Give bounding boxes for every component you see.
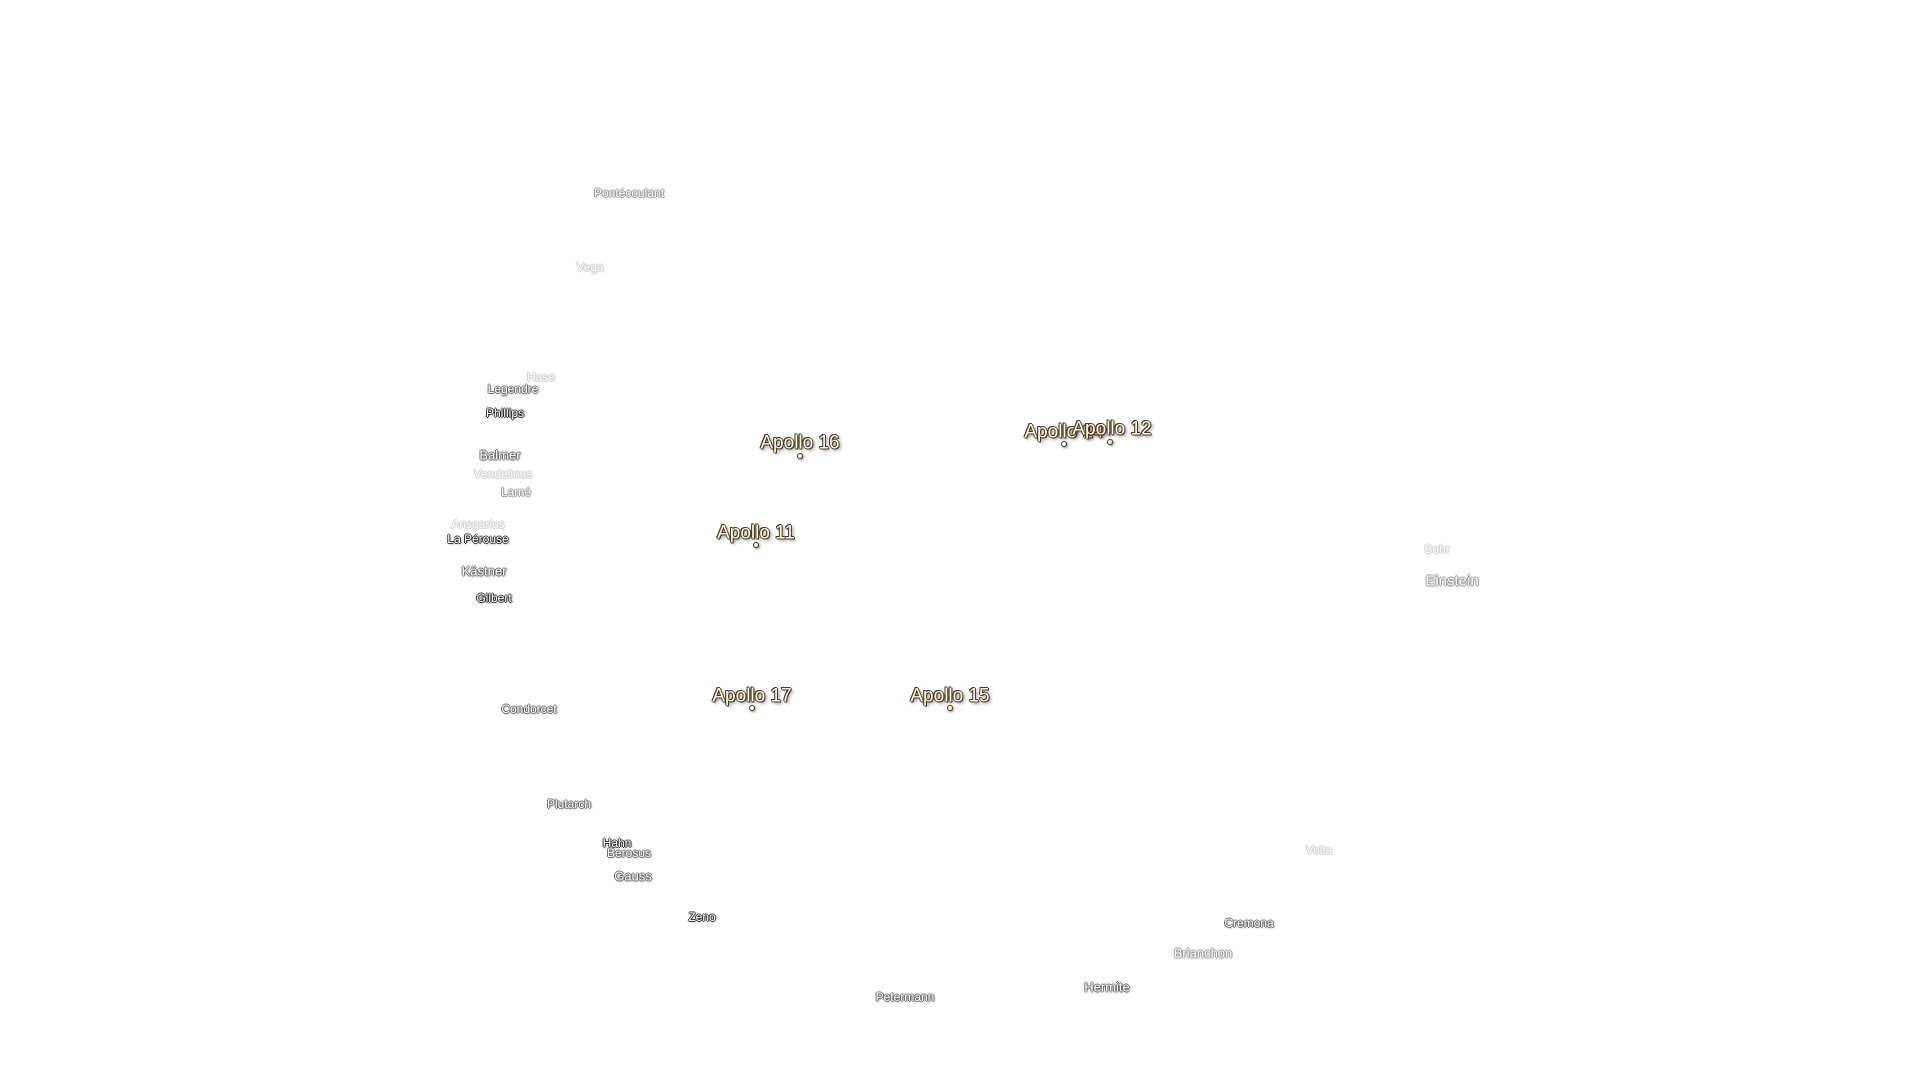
landing-site-marker-apollo-15[interactable] [947, 705, 953, 711]
crater-label-phillips[interactable]: Phillips [485, 406, 525, 420]
crater-label-petermann[interactable]: Petermann [875, 990, 935, 1004]
crater-label-bohr[interactable]: Bohr [1424, 542, 1450, 556]
landing-site-marker-apollo-16[interactable] [797, 453, 803, 459]
landing-site-marker-apollo-17[interactable] [749, 705, 755, 711]
landing-site-marker-apollo-14[interactable] [1061, 441, 1067, 447]
crater-label-hase[interactable]: Hase [526, 370, 556, 384]
crater-label-gauss[interactable]: Gauss [614, 868, 652, 884]
crater-label-vega[interactable]: Vega [576, 260, 604, 274]
crater-label-vendelinus[interactable]: Vendelinus [473, 467, 533, 481]
landing-site-label-apollo-14[interactable]: Apollo 14 [1024, 421, 1104, 443]
crater-label-kastner[interactable]: Kästner [461, 563, 507, 579]
landing-site-label-apollo-11[interactable]: Apollo 11 [717, 522, 795, 544]
crater-label-ansgarius[interactable]: Ansgarius [451, 517, 505, 531]
landing-site-label-apollo-17[interactable]: Apollo 17 [712, 685, 792, 707]
landing-site-label-apollo-15[interactable]: Apollo 15 [910, 685, 990, 707]
landing-site-marker-apollo-12[interactable] [1107, 439, 1113, 445]
crater-label-condorcet[interactable]: Condorcet [501, 702, 557, 716]
crater-label-brianchon[interactable]: Brianchon [1173, 945, 1233, 961]
crater-label-lame[interactable]: Lamé [500, 485, 532, 499]
crater-label-zeno[interactable]: Zeno [688, 910, 716, 924]
crater-label-volta[interactable]: Volta [1305, 843, 1333, 857]
crater-label-legendre[interactable]: Legendre [487, 382, 539, 396]
landing-site-marker-apollo-11[interactable] [753, 542, 759, 548]
crater-label-hahn[interactable]: Hahn [602, 836, 632, 850]
crater-label-pontecoulant[interactable]: Pontécoulant [593, 186, 665, 200]
crater-label-gilbert[interactable]: Gilbert [476, 591, 512, 605]
crater-label-la-perouse[interactable]: La Pérouse [447, 532, 509, 546]
crater-label-cremona[interactable]: Cremona [1224, 916, 1274, 930]
landing-site-label-apollo-12[interactable]: Apollo 12 [1072, 418, 1152, 440]
crater-label-hermite[interactable]: Hermite [1084, 979, 1130, 995]
crater-label-berosus[interactable]: Berosus [606, 846, 652, 860]
crater-label-plutarch[interactable]: Plutarch [546, 797, 592, 811]
landing-site-label-apollo-16[interactable]: Apollo 16 [760, 432, 840, 454]
crater-label-balmer[interactable]: Balmer [479, 447, 521, 463]
crater-label-einstein[interactable]: Einstein [1425, 572, 1479, 590]
